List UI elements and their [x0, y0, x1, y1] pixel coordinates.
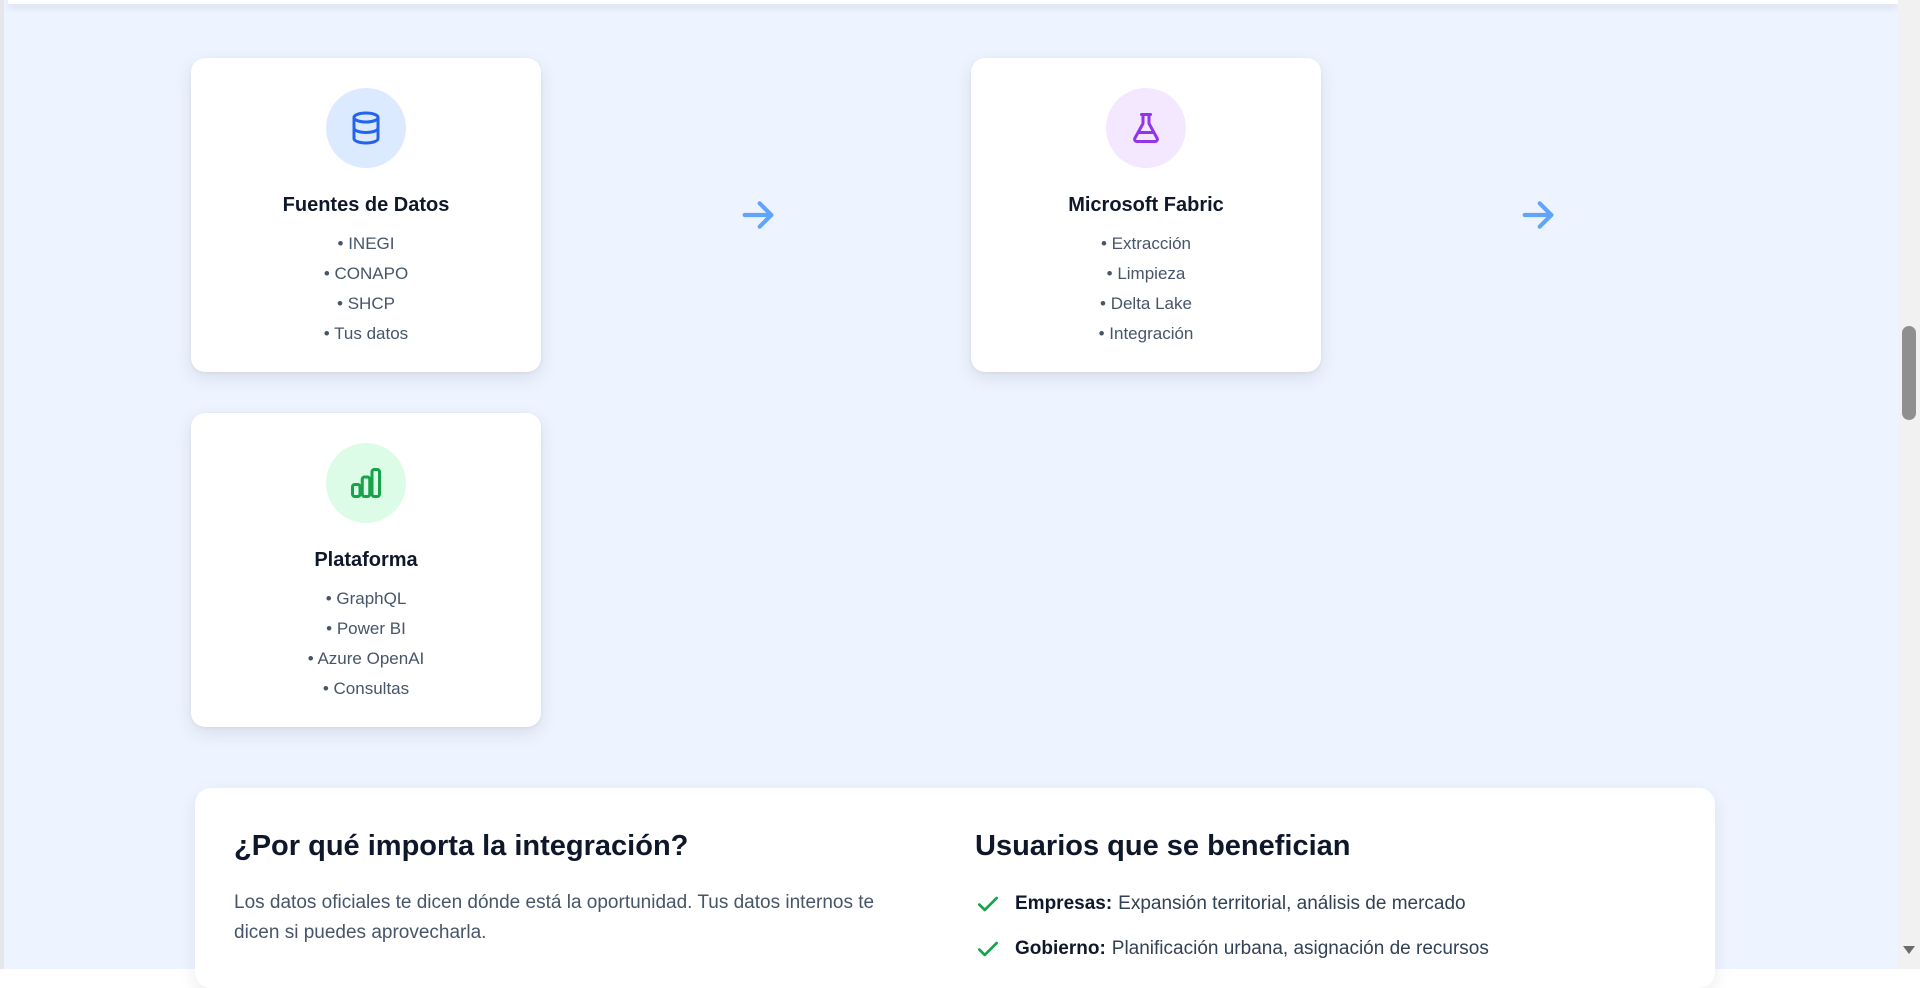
- scrollbar-thumb[interactable]: [1902, 326, 1916, 420]
- flask-icon: [1106, 88, 1186, 168]
- card-title: Microsoft Fabric: [1068, 194, 1224, 216]
- card-list-item: • INEGI: [337, 234, 395, 253]
- card-list-item: • Tus datos: [323, 324, 409, 343]
- card-list-item: • GraphQL: [325, 589, 407, 608]
- beneficiary-text: Planificación urbana, asignación de recu…: [1111, 938, 1489, 959]
- arrow-right-icon: [742, 201, 774, 229]
- arrow-right-icon: [1522, 201, 1554, 229]
- beneficiary-item-gobierno: Gobierno: Planificación urbana, asignaci…: [975, 936, 1489, 962]
- integration-benefits-panel: ¿Por qué importa la integración? Los dat…: [195, 788, 1715, 988]
- beneficiary-label: Gobierno:: [1015, 938, 1106, 959]
- card-list-item: • CONAPO: [323, 264, 409, 283]
- card-list-item: • Consultas: [322, 679, 410, 698]
- scroll-down-arrow-icon[interactable]: [1903, 946, 1915, 954]
- why-integration-text: Los datos oficiales te dicen dónde está …: [234, 892, 875, 943]
- beneficiary-item-empresas: Empresas: Expansión territorial, análisi…: [975, 891, 1466, 917]
- vertical-scrollbar[interactable]: [1898, 0, 1920, 969]
- flow-card-data-sources: Fuentes de Datos • INEGI • CONAPO • SHCP…: [191, 58, 541, 372]
- why-integration-heading: ¿Por qué importa la integración?: [234, 830, 689, 862]
- bar-chart-icon: [326, 443, 406, 523]
- card-list-item: • Extracción: [1100, 234, 1192, 253]
- flow-card-platform: Plataforma • GraphQL • Power BI • Azure …: [191, 413, 541, 727]
- beneficiary-text: Expansión territorial, análisis de merca…: [1118, 893, 1466, 914]
- card-list-item: • Power BI: [326, 619, 406, 638]
- beneficiary-label: Empresas:: [1015, 893, 1113, 914]
- flow-card-microsoft-fabric: Microsoft Fabric • Extracción • Limpieza…: [971, 58, 1321, 372]
- card-list-item: • Integración: [1098, 324, 1194, 343]
- card-list-item: • Delta Lake: [1100, 294, 1192, 313]
- check-icon: [977, 941, 999, 957]
- beneficiaries-heading: Usuarios que se benefician: [975, 830, 1351, 862]
- card-title: Fuentes de Datos: [282, 194, 450, 216]
- database-icon: [326, 88, 406, 168]
- page-viewport: Fuentes de Datos • INEGI • CONAPO • SHCP…: [0, 0, 1898, 969]
- card-list-item: • SHCP: [337, 294, 395, 313]
- card-title: Plataforma: [314, 549, 418, 571]
- header-edge: [8, 0, 1898, 4]
- card-list-item: • Limpieza: [1106, 264, 1186, 283]
- card-list-item: • Azure OpenAI: [307, 649, 425, 668]
- check-icon: [977, 896, 999, 912]
